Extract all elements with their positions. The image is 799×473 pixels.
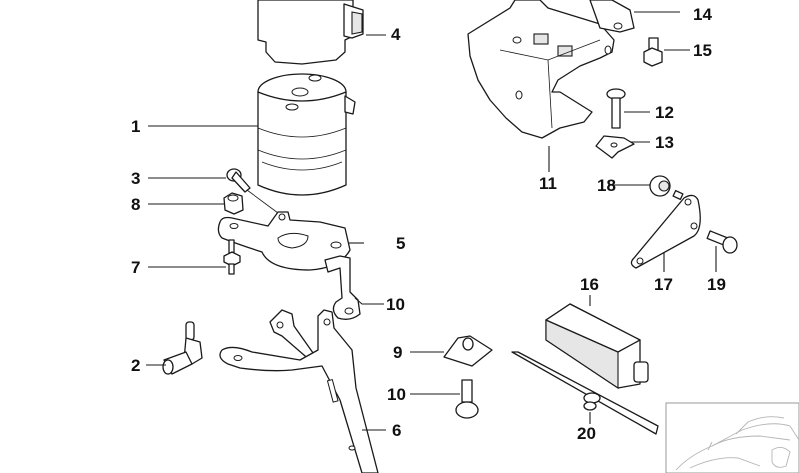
vehicle-thumbnail	[665, 402, 799, 473]
callout-4: 4	[391, 25, 401, 44]
part-bolt-3	[226, 168, 279, 214]
callout-7: 7	[131, 258, 141, 277]
callout-8: 8	[131, 195, 141, 214]
callout-16: 16	[580, 275, 599, 294]
callout-14: 14	[693, 5, 712, 24]
callout-12: 12	[655, 103, 674, 122]
callout-10-arm: 10	[386, 295, 405, 314]
callout-5: 5	[396, 234, 406, 253]
callout-19: 19	[707, 275, 726, 294]
part-angle-bracket-14	[589, 0, 635, 33]
part-mounting-plate-5	[217, 211, 351, 271]
callout-1: 1	[131, 117, 141, 136]
callout-9: 9	[393, 343, 403, 362]
callout-10-bolt: 10	[387, 385, 406, 404]
part-grommet-18	[649, 175, 671, 197]
callout-20: 20	[577, 424, 596, 443]
callout-18: 18	[597, 176, 616, 195]
callout-15: 15	[693, 41, 712, 60]
part-triangular-bracket-17	[630, 189, 701, 269]
callout-13: 13	[655, 133, 674, 152]
part-cover-4	[257, 0, 364, 65]
part-hose-fitting-2	[162, 321, 203, 375]
callout-17: 17	[654, 275, 673, 294]
part-stud-7	[223, 239, 241, 275]
part-control-unit-16	[545, 303, 649, 390]
leader-lines	[146, 11, 717, 431]
part-spring-nut-13	[595, 135, 635, 159]
part-bolt-12	[606, 88, 626, 129]
callout-2: 2	[131, 356, 141, 375]
part-holder-11	[467, 0, 615, 139]
callout-3: 3	[131, 169, 141, 188]
callout-6: 6	[392, 421, 402, 440]
part-hydraulic-unit-1	[257, 73, 356, 196]
part-bracket-arm-10	[324, 255, 361, 320]
part-clip-nut-9	[443, 335, 493, 367]
callout-11: 11	[539, 174, 557, 193]
part-support-bracket-6	[219, 309, 379, 473]
part-collar-bolt-10	[455, 379, 479, 419]
part-cable-tie-20	[511, 351, 659, 435]
part-hex-bolt-19	[706, 230, 738, 254]
part-nut-8	[223, 192, 244, 215]
part-hex-bolt-15	[643, 37, 663, 67]
